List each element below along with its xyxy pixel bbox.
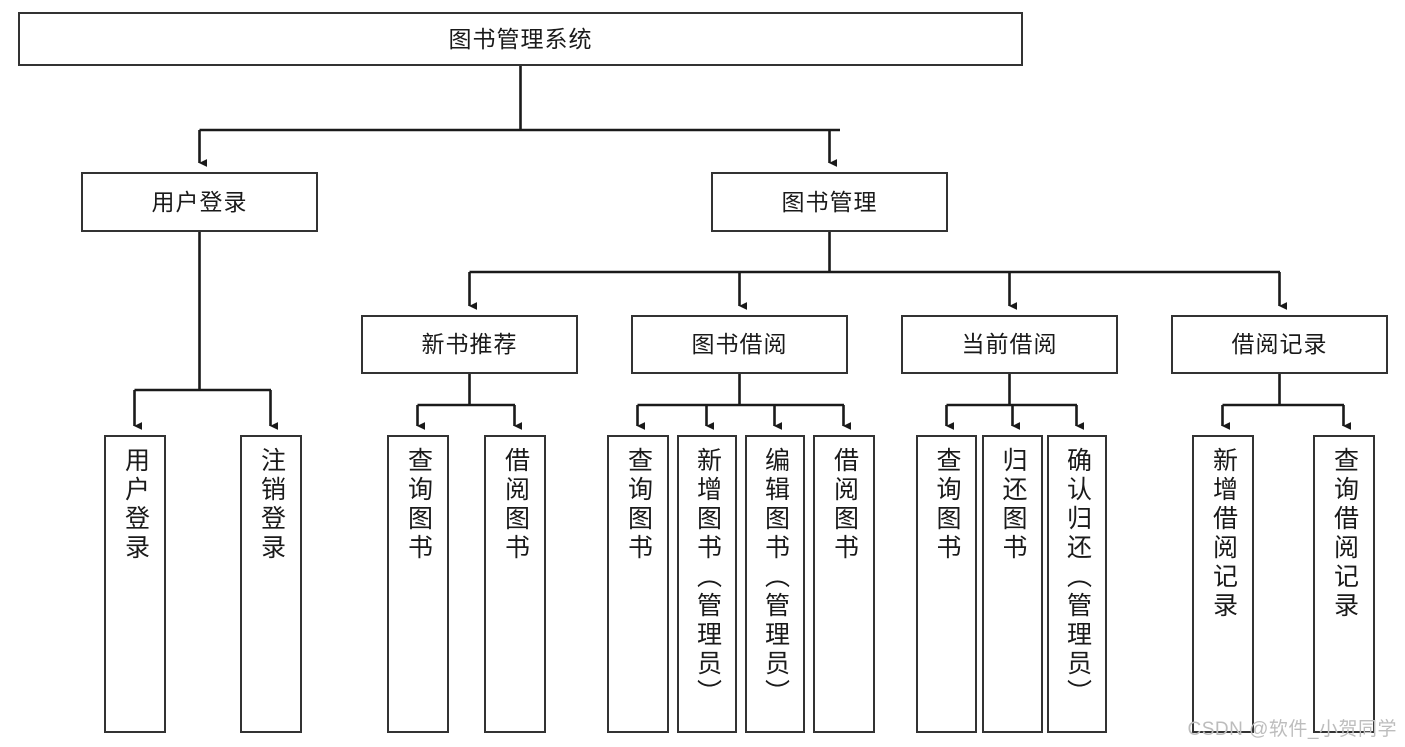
leaf-add-borrow-record-label: 新增借阅记录 (1209, 447, 1238, 621)
leaf-borrow-book-borrow-label: 借阅图书 (830, 447, 859, 563)
node-current-borrow[interactable]: 当前借阅 (901, 315, 1118, 374)
node-new-book-recommendation[interactable]: 新书推荐 (361, 315, 578, 374)
leaf-return-book-label: 归还图书 (999, 447, 1027, 563)
leaf-query-book-borrow-label: 查询图书 (624, 447, 653, 563)
leaf-query-borrow-record[interactable]: 查询借阅记录 (1313, 435, 1375, 733)
leaf-query-book-current[interactable]: 查询图书 (916, 435, 977, 733)
leaf-edit-book-admin-label: 编辑图书（管理员） (761, 447, 790, 708)
leaf-confirm-return-admin-label: 确认归还（管理员） (1063, 447, 1092, 708)
leaf-borrow-book-borrow[interactable]: 借阅图书 (813, 435, 875, 733)
node-book-borrow-label: 图书借阅 (691, 331, 788, 358)
leaf-add-book-admin[interactable]: 新增图书（管理员） (677, 435, 737, 733)
node-new-book-recommendation-label: 新书推荐 (421, 331, 518, 358)
watermark: CSDN @软件_小贺同学 (1187, 719, 1397, 740)
leaf-user-login[interactable]: 用户登录 (104, 435, 166, 733)
leaf-query-book-recommendation-label: 查询图书 (404, 447, 433, 563)
leaf-confirm-return-admin[interactable]: 确认归还（管理员） (1047, 435, 1107, 733)
node-book-borrow[interactable]: 图书借阅 (631, 315, 848, 374)
leaf-query-book-current-label: 查询图书 (933, 447, 961, 563)
node-borrow-record[interactable]: 借阅记录 (1171, 315, 1388, 374)
leaf-query-borrow-record-label: 查询借阅记录 (1330, 447, 1359, 621)
leaf-logout-label: 注销登录 (257, 447, 286, 563)
node-borrow-record-label: 借阅记录 (1231, 331, 1328, 358)
leaf-query-book-recommendation[interactable]: 查询图书 (387, 435, 449, 733)
leaf-edit-book-admin[interactable]: 编辑图书（管理员） (745, 435, 805, 733)
node-book-management-label: 图书管理 (781, 188, 878, 215)
leaf-user-login-label: 用户登录 (121, 447, 150, 563)
leaf-add-book-admin-label: 新增图书（管理员） (693, 447, 722, 708)
node-book-management[interactable]: 图书管理 (711, 172, 948, 232)
leaf-logout[interactable]: 注销登录 (240, 435, 302, 733)
node-root-label: 图书管理系统 (448, 25, 593, 52)
node-current-borrow-label: 当前借阅 (961, 331, 1058, 358)
leaf-return-book[interactable]: 归还图书 (982, 435, 1043, 733)
node-user-login-label: 用户登录 (151, 188, 248, 215)
leaf-borrow-book-recommendation-label: 借阅图书 (501, 447, 530, 563)
node-root[interactable]: 图书管理系统 (18, 12, 1023, 66)
leaf-query-book-borrow[interactable]: 查询图书 (607, 435, 669, 733)
leaf-add-borrow-record[interactable]: 新增借阅记录 (1192, 435, 1254, 733)
leaf-borrow-book-recommendation[interactable]: 借阅图书 (484, 435, 546, 733)
node-user-login[interactable]: 用户登录 (81, 172, 318, 232)
